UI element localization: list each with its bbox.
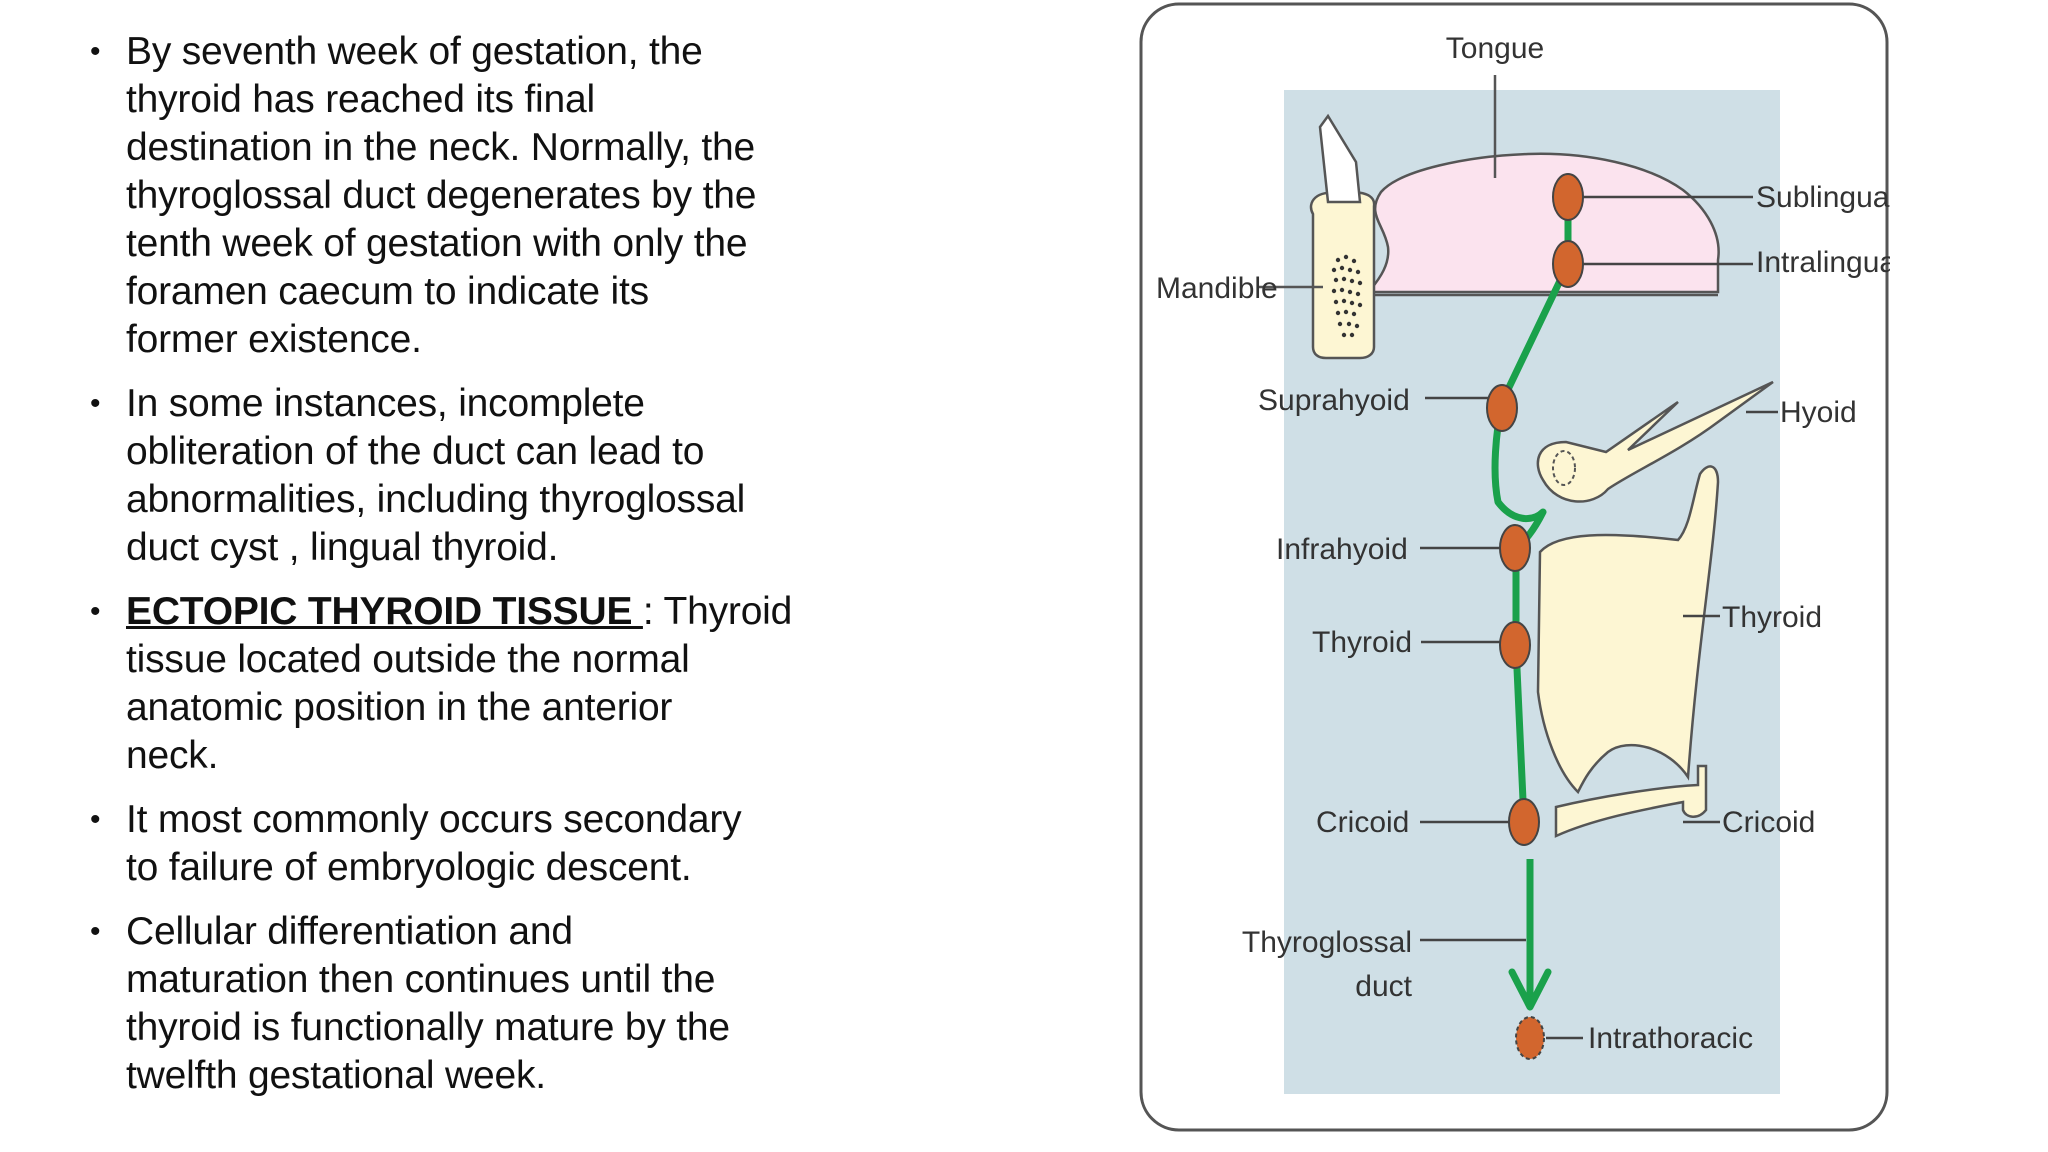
bullet-line: twelfth gestational week. — [126, 1054, 546, 1097]
bullet-maturation: • Cellular differentiation and maturatio… — [82, 908, 822, 1100]
label-hyoid: Hyoid — [1780, 396, 1857, 429]
bullet-line: destination in the neck. Normally, the — [126, 126, 756, 169]
mandible-tooth — [1318, 113, 1362, 204]
hyoid-foramen — [1552, 450, 1576, 486]
bullet-line: duct cyst , lingual thyroid. — [126, 526, 559, 569]
bullet-line: tissue located outside the normal — [126, 638, 690, 681]
mandible-dots — [1331, 254, 1363, 338]
hyoid-shape — [1536, 380, 1774, 503]
bullet-line: abnormalities, including thyroglossal — [126, 478, 746, 521]
bullet-marker: • — [90, 595, 101, 628]
bullet-line: maturation then continues until the — [126, 958, 716, 1001]
node-intrathoracic — [1515, 1016, 1545, 1060]
bullet-line: It most commonly occurs secondary — [126, 798, 742, 841]
cricoid-shape — [1554, 764, 1708, 838]
label-infrahyoid: Infrahyoid — [1276, 533, 1408, 566]
label-thyroglossal-line1: Thyroglossal — [1242, 926, 1412, 959]
label-thyroid-left: Thyroid — [1312, 626, 1412, 659]
label-thyroglossal-line2: duct — [1355, 970, 1412, 1003]
bullet-obliteration: • In some instances, incomplete oblitera… — [82, 380, 822, 572]
bullet-line: obliteration of the duct can lead to — [126, 430, 705, 473]
ectopic-heading: ECTOPIC THYROID TISSUE — [126, 590, 643, 633]
mandible-shape — [1309, 190, 1376, 360]
node-thyroid — [1499, 621, 1531, 669]
thyroid-descent-diagram: Tongue Mandible Sublingual Intralingual … — [1138, 2, 1890, 1134]
bullet-line: tenth week of gestation with only the — [126, 222, 748, 265]
bullet-line: thyroglossal duct degenerates by the — [126, 174, 757, 217]
tongue-shape — [1369, 152, 1720, 294]
text-panel: • By seventh week of gestation, the thyr… — [82, 28, 822, 1116]
bullet-line: thyroid has reached its final — [126, 78, 595, 121]
label-cricoid-left: Cricoid — [1316, 806, 1409, 839]
label-tongue: Tongue — [1446, 32, 1544, 65]
bullet-gestation: • By seventh week of gestation, the thyr… — [82, 28, 822, 364]
bullet-line: former existence. — [126, 318, 422, 361]
duct-arrow-head — [1508, 968, 1552, 1011]
thyroid-nodes — [1486, 173, 1584, 1060]
bullet-line: anatomic position in the anterior — [126, 686, 673, 729]
label-sublingual: Sublingual — [1756, 181, 1890, 214]
bullet-line: : Thyroid — [642, 590, 793, 633]
bullet-line: thyroid is functionally mature by the — [126, 1006, 730, 1049]
label-cricoid-right: Cricoid — [1722, 806, 1815, 839]
node-suprahyoid — [1486, 384, 1518, 432]
bullet-marker: • — [90, 35, 101, 68]
bullet-line: In some instances, incomplete — [126, 382, 645, 425]
bullet-line: Cellular differentiation and — [126, 910, 573, 953]
bullet-list: • By seventh week of gestation, the thyr… — [82, 28, 822, 1100]
bullet-line: neck. — [126, 734, 219, 777]
bullet-line: By seventh week of gestation, the — [126, 30, 703, 73]
label-thyroid-right: Thyroid — [1722, 601, 1822, 634]
bullet-marker: • — [90, 915, 101, 948]
label-intrathoracic: Intrathoracic — [1588, 1022, 1753, 1055]
bullet-line: to failure of embryologic descent. — [126, 846, 692, 889]
node-cricoid — [1508, 798, 1540, 846]
bullet-descent: • It most commonly occurs secondary to f… — [82, 796, 822, 892]
bullet-marker: • — [90, 803, 101, 836]
bullet-ectopic: • ECTOPIC THYROID TISSUE : Thyroid tissu… — [82, 588, 822, 780]
node-intralingual — [1552, 240, 1584, 288]
bullet-marker: • — [90, 387, 101, 420]
label-mandible: Mandible — [1156, 272, 1278, 305]
label-intralingual: Intralingual — [1756, 246, 1890, 279]
diagram-svg: Tongue Mandible Sublingual Intralingual … — [1139, 2, 1890, 1132]
bullet-line: foramen caecum to indicate its — [126, 270, 649, 313]
node-infrahyoid — [1499, 524, 1531, 572]
node-sublingual — [1552, 173, 1584, 221]
label-suprahyoid: Suprahyoid — [1258, 384, 1410, 417]
